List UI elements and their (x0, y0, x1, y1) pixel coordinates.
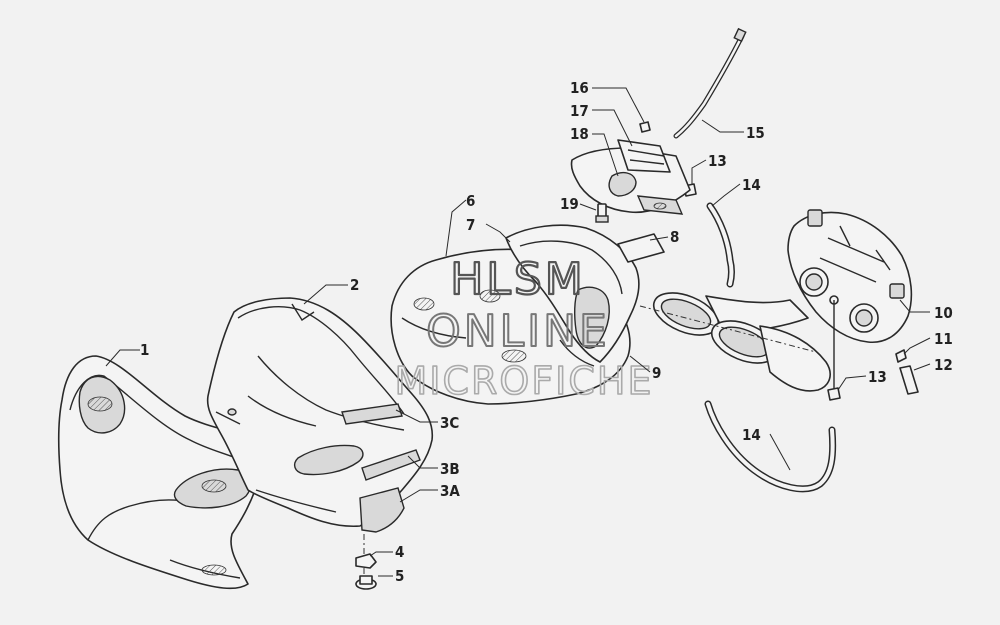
callout-label: 14 (742, 426, 761, 444)
callout-label: 5 (395, 567, 404, 585)
part-13-clip-lower (827, 387, 841, 401)
part-11-clamp (895, 349, 907, 363)
part-19-bolt (595, 203, 609, 223)
callout-label: 15 (746, 124, 765, 142)
callout-label: 16 (570, 79, 589, 97)
callout-label: 18 (570, 125, 589, 143)
part-3b-strip (361, 449, 421, 481)
part-7-airbox-lid (505, 224, 640, 367)
callout-label: 2 (350, 276, 359, 294)
callout-label: 7 (466, 216, 475, 234)
part-12-fitting (899, 365, 919, 395)
part-5-screw (355, 568, 377, 590)
callout-label: 3B (440, 460, 460, 478)
part-9-intake-boots (639, 292, 831, 392)
watermark-line2: ONLINE (426, 306, 610, 357)
callout-label: 11 (934, 330, 953, 348)
callout-label: 10 (934, 304, 953, 322)
callout-label: 13 (868, 368, 887, 386)
callout-label: 3A (440, 482, 460, 500)
callout-label: 13 (708, 152, 727, 170)
callout-label: 17 (570, 102, 589, 120)
leader-lines (105, 87, 931, 577)
part-16-set-screw (639, 121, 651, 133)
part-18-boot (608, 171, 637, 197)
callout-label: 9 (652, 364, 661, 382)
part-10-throttle-body (787, 209, 913, 390)
callout-label: 3C (440, 414, 459, 432)
callout-label: 1 (140, 341, 149, 359)
part-1-front-hood (57, 355, 261, 590)
callout-label: 14 (742, 176, 761, 194)
callout-label: 12 (934, 356, 953, 374)
part-4-nut (355, 534, 377, 569)
part-15-cable (673, 27, 747, 139)
callout-label: 6 (466, 192, 475, 210)
callout-label: 19 (560, 195, 579, 213)
part-14-hose-lower (704, 400, 837, 493)
callout-labels: 1 2 3A 3B 3C 4 5 6 7 8 9 10 11 12 13 13 … (140, 79, 953, 585)
watermark: HLSM ONLINE MICROFICHE (394, 253, 653, 404)
part-3c-strip (341, 403, 403, 425)
callout-label: 8 (670, 228, 679, 246)
part-14-hose-upper (706, 202, 735, 288)
part-8-foam-pad (617, 233, 665, 263)
part-3a-lower-panel (359, 487, 405, 533)
watermark-line3: MICROFICHE (394, 359, 653, 403)
watermark-line1: HLSM (450, 254, 586, 305)
callout-label: 4 (395, 543, 404, 561)
